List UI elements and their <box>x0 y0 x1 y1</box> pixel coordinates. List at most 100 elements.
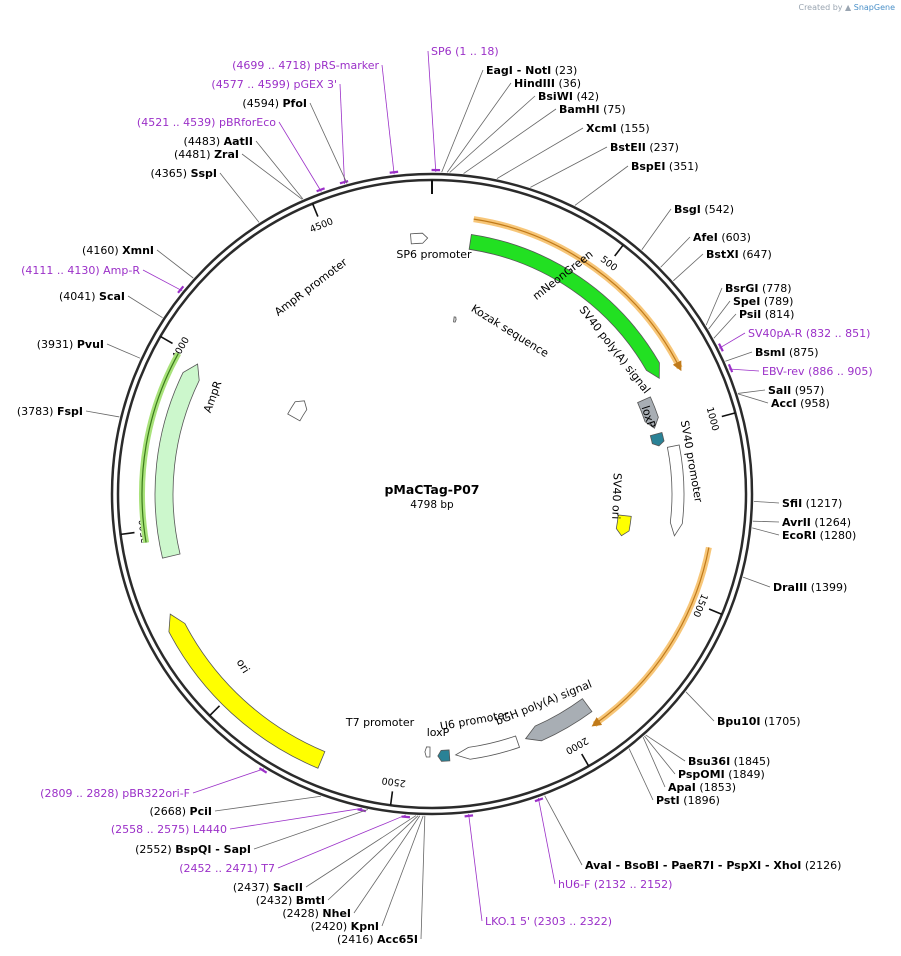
bsteii-leader <box>530 146 608 188</box>
sali-site: SalI (957) <box>768 384 824 397</box>
loxp-label: loxP <box>427 726 450 739</box>
credit-brand: SnapGene <box>853 3 895 12</box>
t7-primer-mark <box>401 815 411 819</box>
afei-name: AfeI <box>693 231 718 244</box>
bpu10i-site: Bpu10I (1705) <box>717 715 801 728</box>
t7-leader <box>277 814 407 869</box>
ori-label: ori <box>234 657 253 676</box>
amp-r-pos: (4111 .. 4130) <box>21 264 100 277</box>
aatii-leader <box>255 140 304 200</box>
ampr-promoter-label: AmpR promoter <box>272 255 350 318</box>
ecori-name: EcoRI <box>782 529 816 542</box>
amp-r-primer-mark <box>177 285 185 294</box>
ecori-leader <box>752 527 780 536</box>
spei-leader <box>708 300 731 330</box>
kpni-name: KpnI <box>351 920 379 933</box>
prs-marker-pos: (4699 .. 4718) <box>232 59 311 72</box>
pbr322ori-f-primer: (2809 .. 2828) pBR322ori-F <box>40 787 190 800</box>
xmni-leader <box>156 249 194 279</box>
bmti-name: BmtI <box>296 894 325 907</box>
bsiwi-leader <box>449 95 536 173</box>
bsrgi-site: BsrGI (778) <box>725 282 792 295</box>
sv40pa-r-name: SV40pA-R <box>748 327 803 340</box>
fspi-name: FspI <box>57 405 83 418</box>
snapgene-credit: Created by ▲ SnapGene <box>798 3 895 12</box>
hu6-f-leader <box>537 797 556 885</box>
pbrforeco-primer-mark <box>316 187 325 193</box>
loxp-feature <box>649 432 665 447</box>
svg-text:(4483) AatII: (4483) AatII <box>184 135 253 148</box>
svg-text:AfeI (603): AfeI (603) <box>693 231 751 244</box>
pgex-3-primer: (4577 .. 4599) pGEX 3' <box>211 78 337 91</box>
pcii-site: (2668) PciI <box>149 805 212 818</box>
avrii-site: AvrII (1264) <box>782 516 851 529</box>
psti-site: PstI (1896) <box>656 794 720 807</box>
amp-r-name: Amp-R <box>103 264 140 277</box>
pfoi-name: PfoI <box>283 97 308 110</box>
bspqi-sapi-name: BspQI - SapI <box>175 843 251 856</box>
psti-range: (1896) <box>683 794 720 807</box>
bsgi-leader <box>641 208 672 250</box>
t7-primer: (2452 .. 2471) T7 <box>179 862 275 875</box>
avrii-range: (1264) <box>814 516 851 529</box>
avai-bsobi-paer7i-pspxi-xhoi-name: AvaI - BsoBI - PaeR7I - PspXI - XhoI <box>585 859 801 872</box>
lko-1-5-primer: LKO.1 5' (2303 .. 2322) <box>485 915 612 928</box>
aatii-pos: (4483) <box>184 135 221 148</box>
sacii-name: SacII <box>273 881 303 894</box>
svg-text:(4160) XmnI: (4160) XmnI <box>82 244 154 257</box>
svg-text:(2432) BmtI: (2432) BmtI <box>256 894 325 907</box>
svg-text:AvaI - BsoBI - PaeR7I - PspXI: AvaI - BsoBI - PaeR7I - PspXI - XhoI (21… <box>585 859 841 872</box>
sali-range: (957) <box>795 384 825 397</box>
bsrgi-range: (778) <box>762 282 792 295</box>
svg-text:(2428) NheI: (2428) NheI <box>282 907 351 920</box>
pfoi-pos: (4594) <box>242 97 279 110</box>
pbrforeco-pos: (4521 .. 4539) <box>137 116 216 129</box>
acci-name: AccI <box>771 397 797 410</box>
ebv-rev-primer: EBV-rev (886 .. 905) <box>762 365 873 378</box>
pbrforeco-primer: (4521 .. 4539) pBRforEco <box>137 116 276 129</box>
svg-text:PsiI (814): PsiI (814) <box>739 308 794 321</box>
pgex-3-primer-mark <box>339 179 349 185</box>
svg-text:BstXI (647): BstXI (647) <box>706 248 772 261</box>
bsgi-site: BsgI (542) <box>674 203 734 216</box>
svg-text:(4041) ScaI: (4041) ScaI <box>59 290 125 303</box>
tick-500 <box>614 244 624 257</box>
psii-leader <box>713 313 737 339</box>
prs-marker-name: pRS-marker <box>314 59 379 72</box>
avai-bsobi-paer7i-pspxi-xhoi-site: AvaI - BsoBI - PaeR7I - PspXI - XhoI (21… <box>585 859 841 872</box>
ebv-rev-leader <box>728 368 760 372</box>
svg-text:EcoRI (1280): EcoRI (1280) <box>782 529 856 542</box>
draiii-name: DraIII <box>773 581 807 594</box>
kpni-leader <box>381 815 424 927</box>
bsmi-leader <box>725 351 753 362</box>
bstxi-site: BstXI (647) <box>706 248 772 261</box>
bmti-leader <box>327 815 419 901</box>
acci-site: AccI (958) <box>771 397 830 410</box>
ampr-label: AmpR <box>201 379 225 415</box>
tick-label: 4500 <box>308 216 335 235</box>
sv40pa-r-primer-mark <box>718 343 724 352</box>
t7-name: T7 <box>260 862 275 875</box>
bsu36i-name: Bsu36I <box>688 755 730 768</box>
bpu10i-name: Bpu10I <box>717 715 761 728</box>
bsiwi-name: BsiWI <box>538 90 573 103</box>
pvui-leader <box>106 343 141 359</box>
backbone-outer <box>110 172 754 816</box>
xcmi-leader <box>496 127 584 179</box>
acci-leader <box>737 393 769 404</box>
psti-leader <box>628 748 654 801</box>
t7-pos: (2452 .. 2471) <box>179 862 258 875</box>
sspi-name: SspI <box>191 167 217 180</box>
bsu36i-leader <box>645 734 686 762</box>
bsmi-range: (875) <box>789 346 819 359</box>
zrai-name: ZraI <box>214 148 239 161</box>
sv40pa-r-leader <box>718 332 746 349</box>
sv40-promoter-feature <box>666 444 685 537</box>
bspei-range: (351) <box>669 160 699 173</box>
svg-text:BsgI (542): BsgI (542) <box>674 203 734 216</box>
lko-1-5-range: (2303 .. 2322) <box>533 915 612 928</box>
xcmi-range: (155) <box>620 122 650 135</box>
svg-text:(2437) SacII: (2437) SacII <box>233 881 303 894</box>
pvui-site: (3931) PvuI <box>37 338 104 351</box>
psii-range: (814) <box>765 308 795 321</box>
